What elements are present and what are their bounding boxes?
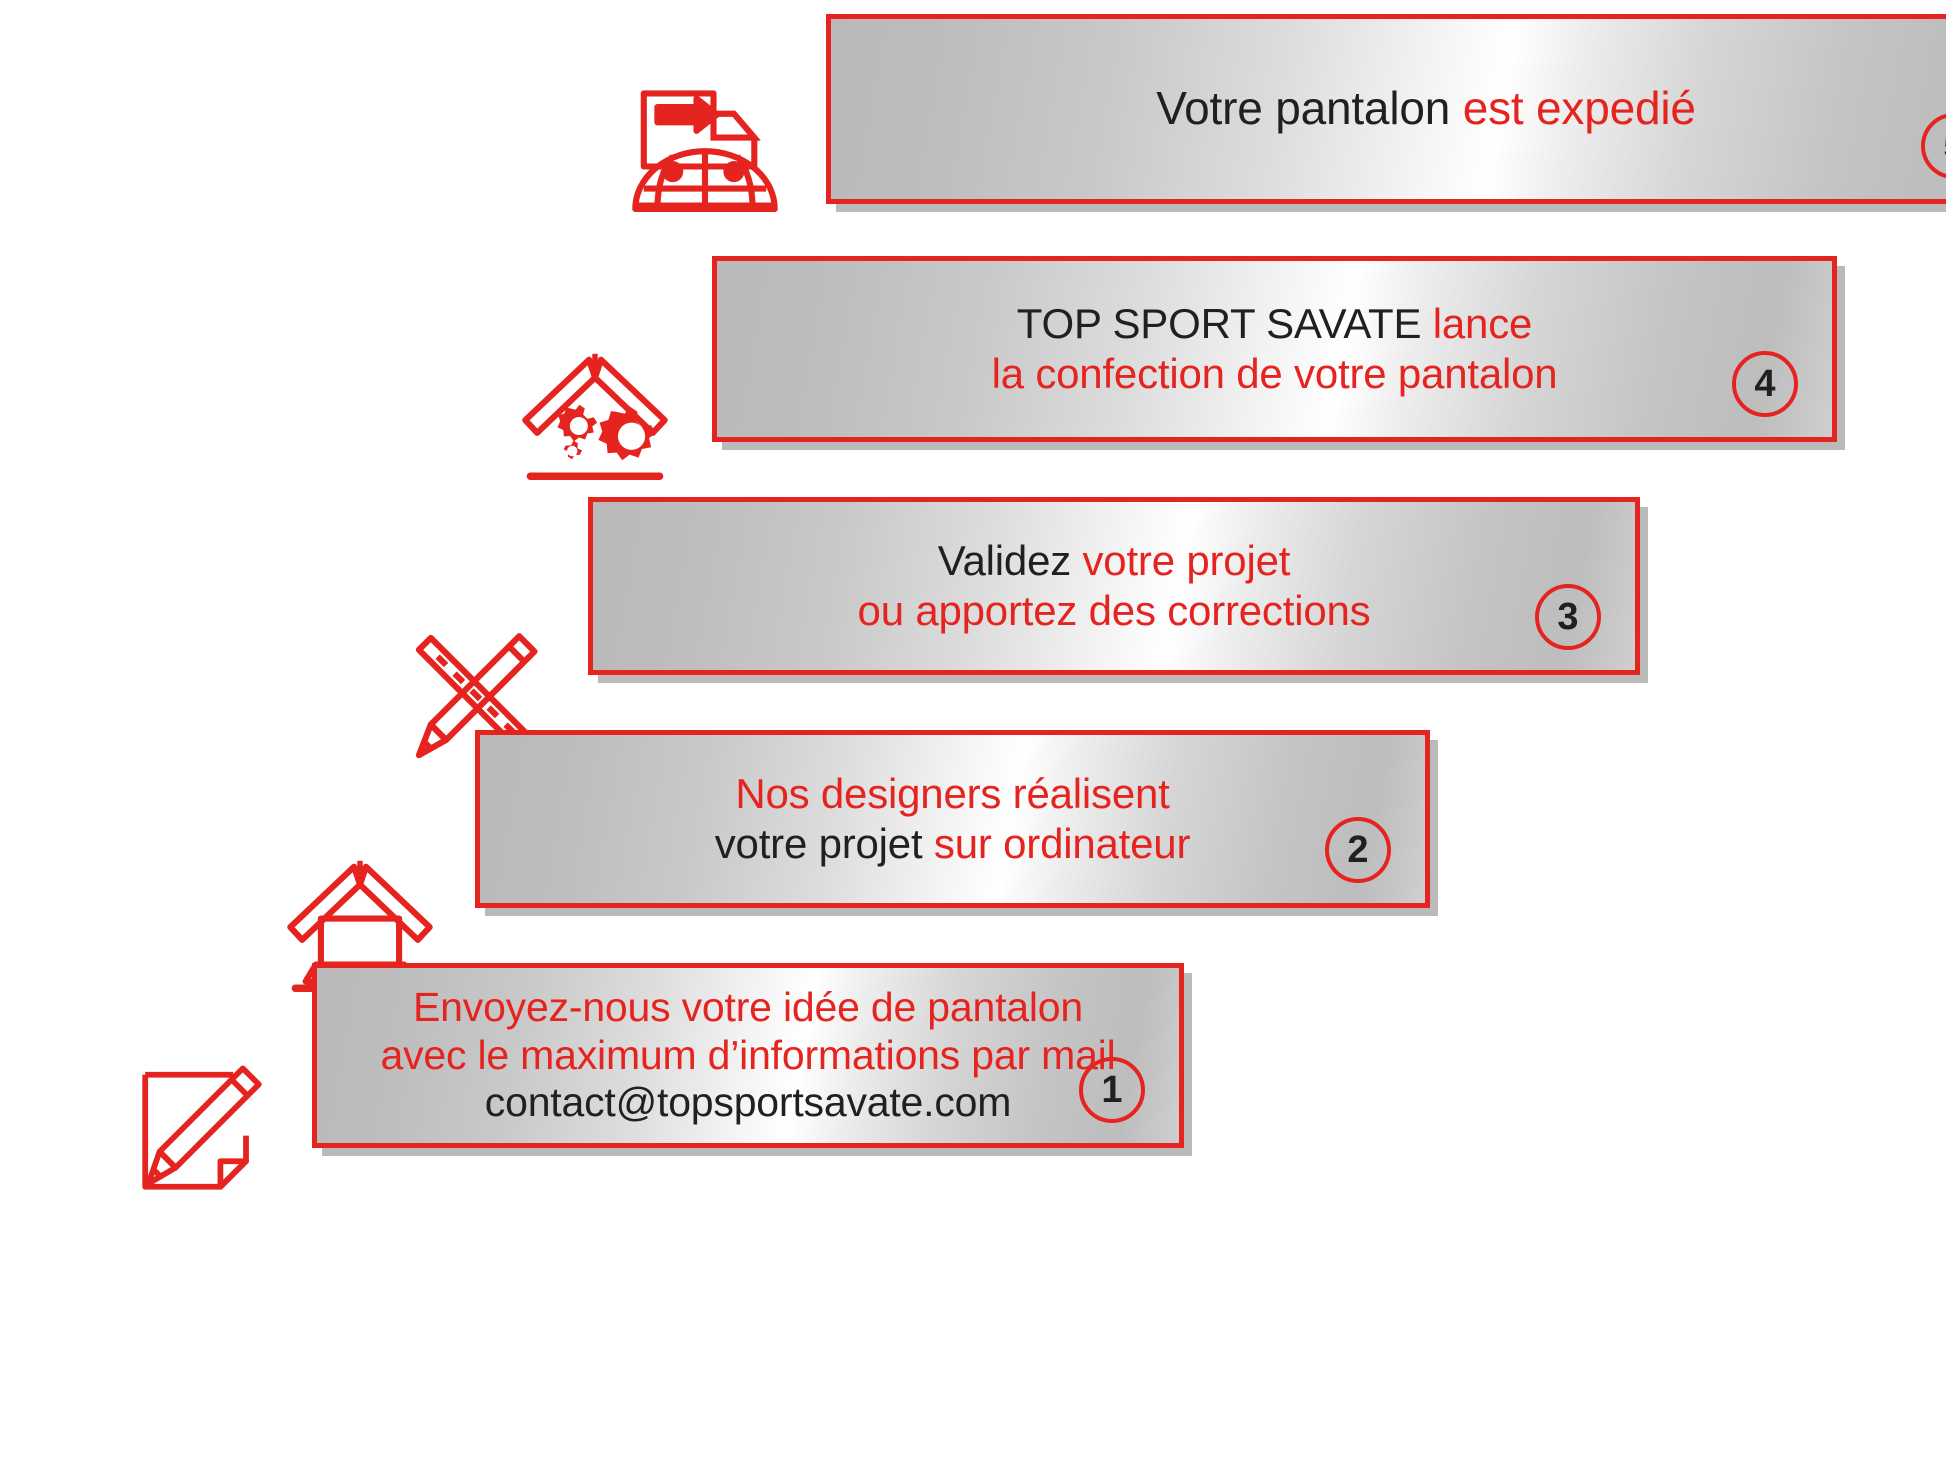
step-number-badge-1: 1 <box>1079 1057 1145 1123</box>
step-text-5: Votre pantalon est expedié <box>831 81 1946 136</box>
step-panel-5: Votre pantalon est expedié 5 <box>826 14 1946 204</box>
step-number-badge-4: 4 <box>1732 351 1798 417</box>
step-panel-4: TOP SPORT SAVATE lance la confection de … <box>712 256 1837 442</box>
process-step-3: Validez votre projet ou apportez des cor… <box>390 497 1640 779</box>
step-text-segment: TOP SPORT SAVATE <box>1016 299 1433 347</box>
step-panel-2: Nos designers réalisent votre projet sur… <box>475 730 1430 908</box>
step-text-segment: lance <box>1432 299 1533 347</box>
step-text-3: Validez votre projet ou apportez des cor… <box>593 536 1635 637</box>
step-panel-3: Validez votre projet ou apportez des cor… <box>588 497 1640 675</box>
step-text-segment: avec le maximum d’informations par mail <box>380 1031 1116 1078</box>
step-text-1: Envoyez-nous votre idée de pantalon avec… <box>317 984 1179 1127</box>
step-text-segment: Nos designers réalisent <box>735 769 1170 817</box>
step-text-segment: contact@topsportsavate.com <box>484 1079 1012 1126</box>
step-panel-1: Envoyez-nous votre idée de pantalon avec… <box>312 963 1184 1148</box>
step-text-4: TOP SPORT SAVATE lance la confection de … <box>717 299 1832 400</box>
step-text-segment: est expedié <box>1462 82 1696 135</box>
step-text-segment: votre projet <box>714 820 934 867</box>
step-text-segment: Votre pantalon <box>1156 82 1463 135</box>
step-text-2: Nos designers réalisent votre projet sur… <box>480 769 1425 870</box>
step-text-segment: la confection de votre pantalon <box>991 350 1558 397</box>
delivery-truck-globe-icon <box>620 56 790 226</box>
step-number-badge-2: 2 <box>1325 817 1391 883</box>
process-step-5: Votre pantalon est expedié 5 <box>620 14 1946 226</box>
process-step-4: TOP SPORT SAVATE lance la confection de … <box>510 256 1837 500</box>
step-text-segment: Validez <box>937 536 1083 584</box>
step-number-badge-3: 3 <box>1535 584 1601 650</box>
step-text-segment: sur ordinateur <box>933 820 1191 867</box>
step-text-segment: votre projet <box>1082 536 1291 584</box>
step-text-segment: Envoyez-nous votre idée de pantalon <box>413 984 1083 1031</box>
step-text-segment: ou apportez des corrections <box>857 587 1371 634</box>
process-step-1: Envoyez-nous votre idée de pantalon avec… <box>118 963 1184 1206</box>
document-pencil-icon <box>118 1046 278 1206</box>
process-step-2: Nos designers réalisent votre projet sur… <box>275 730 1430 1007</box>
roof-gears-icon <box>510 330 680 500</box>
